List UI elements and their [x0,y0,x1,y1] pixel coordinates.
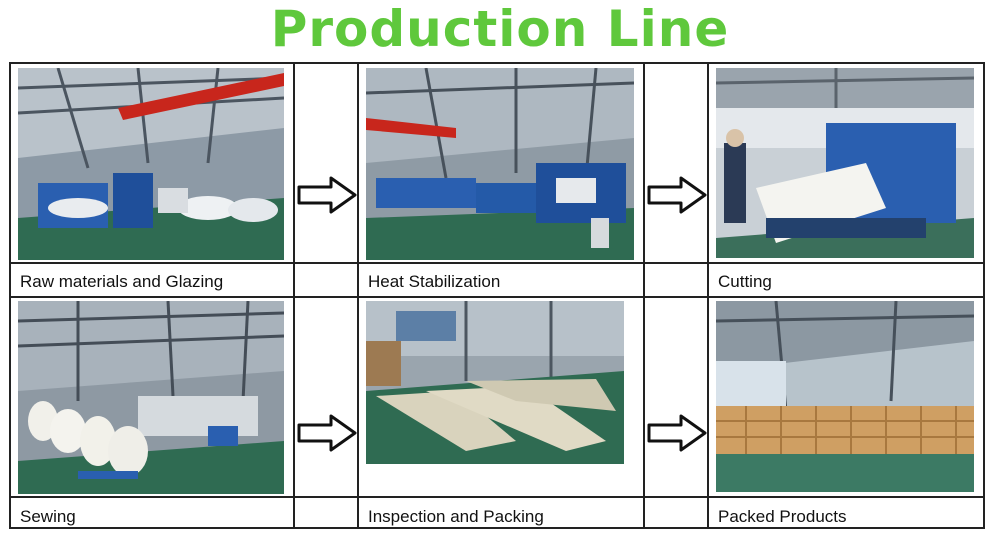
step-caption: Packed Products [718,507,847,526]
arrow-right-icon [647,414,707,452]
column-divider [357,64,359,527]
arrow-right-icon [297,414,357,452]
cutting-machine-image [716,68,974,258]
factory-machine-image [18,68,284,260]
column-divider [643,64,645,527]
step-caption: Cutting [718,272,772,291]
inspection-floor-image [366,301,624,464]
row-divider [11,496,983,498]
step-caption: Sewing [20,507,76,526]
row-divider [11,262,983,264]
production-grid: Raw materials and Glazing Heat Stabiliza… [9,62,985,529]
sewing-workshop-image [18,301,284,494]
step-caption: Raw materials and Glazing [20,272,224,291]
heat-line-image [366,68,634,260]
arrow-right-icon [647,176,707,214]
arrow-right-icon [297,176,357,214]
page-title: Production Line [270,0,730,58]
step-caption: Heat Stabilization [368,272,501,291]
column-divider [293,64,295,527]
row-divider [11,296,983,298]
step-caption: Inspection and Packing [368,507,544,526]
column-divider [707,64,709,527]
packed-boxes-image [716,301,974,492]
